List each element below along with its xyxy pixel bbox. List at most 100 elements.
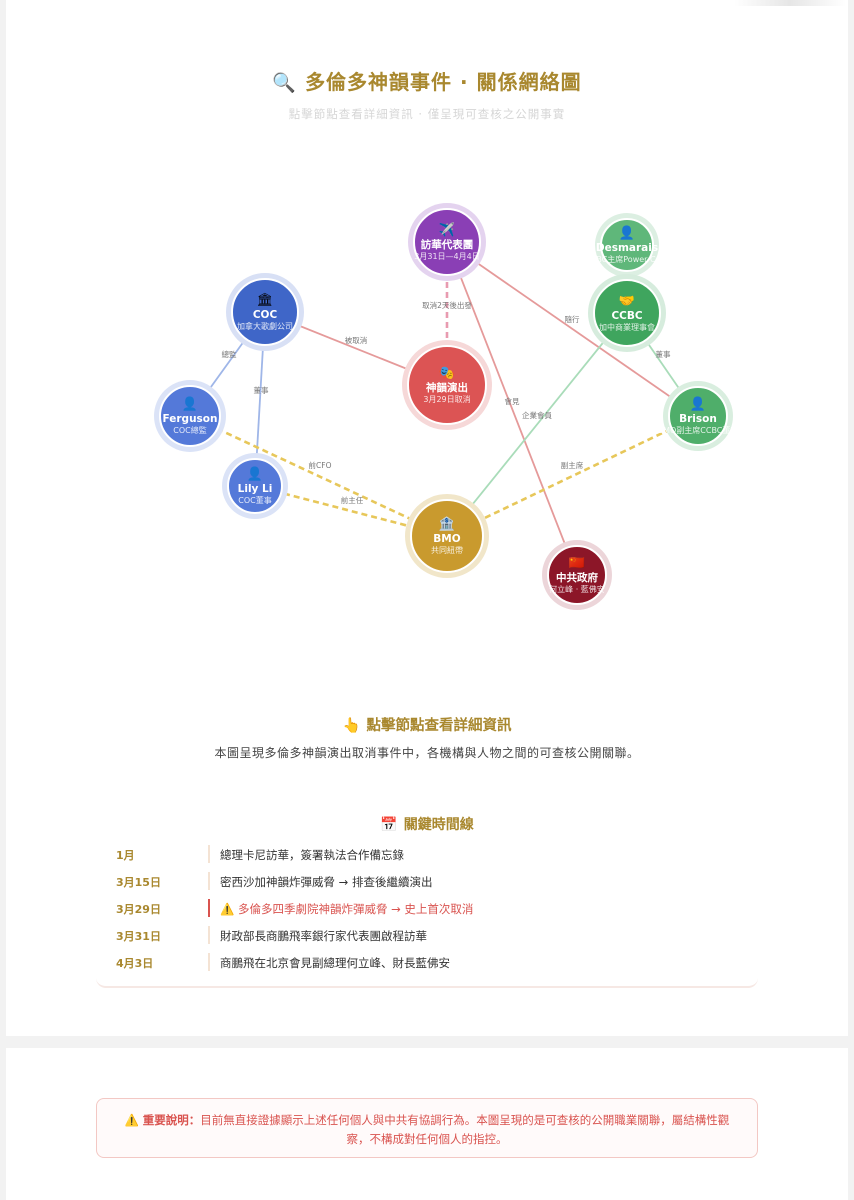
title-text: 多倫多神韻事件 · 關係網絡圖 <box>305 70 582 94</box>
node-subtitle: BMO副主席CCBC董事 <box>658 425 739 435</box>
node-name: 中共政府 <box>556 571 598 584</box>
timeline: 1月 總理卡尼訪華，簽署執法合作備忘錄 3月15日 密西沙加神韻炸彈威脅 → 排… <box>96 840 758 988</box>
page-title: 🔍 多倫多神韻事件 · 關係網絡圖 <box>0 66 854 95</box>
edge-label: 取消2天後出發 <box>422 300 472 310</box>
edge-label: 總監 <box>222 349 237 359</box>
node-icon: 👤 <box>247 466 263 482</box>
disclaimer-box: ⚠️ 重要說明：目前無直接證據顯示上述任何個人與中共有協調行為。本圖呈現的是可查… <box>96 1098 758 1158</box>
edge-label: 隨行 <box>565 314 580 324</box>
node-subtitle: 3月29日取消 <box>423 394 470 404</box>
node-icon: 👤 <box>690 396 706 412</box>
node-icon: 🤝 <box>619 294 635 309</box>
node-circle[interactable] <box>413 208 481 276</box>
node-name: BMO <box>433 533 460 545</box>
node-name: Brison <box>679 413 717 425</box>
timeline-event: 總理卡尼訪華，簽署執法合作備忘錄 <box>220 848 404 862</box>
node-circle[interactable] <box>231 278 299 346</box>
edge-label: 前CFO <box>309 460 332 470</box>
timeline-date: 3月31日 <box>116 930 161 943</box>
edge-label: 企業會員 <box>522 410 552 420</box>
timeline-row: 3月15日 密西沙加神韻炸彈威脅 → 排查後繼續演出 <box>96 869 758 893</box>
calendar-icon: 📅 <box>380 817 398 833</box>
timeline-row: 4月3日 商鵬飛在北京會見副總理何立峰、財長藍佛安 <box>96 950 758 974</box>
node-icon: 👤 <box>182 396 198 412</box>
warning-icon: ⚠️ <box>124 1113 140 1127</box>
node-icon: 👤 <box>619 225 635 241</box>
node-icon: 🏛 <box>257 292 274 308</box>
node-name: 神韻演出 <box>426 381 468 394</box>
node-icon: ✈️ <box>439 221 455 238</box>
node-subtitle: CCBC主席Power Corp <box>585 254 669 264</box>
timeline-row: 1月 總理卡尼訪華，簽署執法合作備忘錄 <box>96 842 758 866</box>
graph-description: 本圖呈現多倫多神韻演出取消事件中，各機構與人物之間的可查核公開關聯。 <box>214 746 640 760</box>
node-circle[interactable] <box>600 218 654 272</box>
edge-label: 董事 <box>254 385 269 395</box>
timeline-marker <box>208 953 210 971</box>
node-circle[interactable] <box>407 345 487 425</box>
node-circle[interactable] <box>593 279 661 347</box>
node-subtitle: 加中商業理事會 <box>599 322 655 332</box>
node-circle[interactable] <box>410 499 484 573</box>
node-subtitle: COC總監 <box>173 425 206 435</box>
node-circle[interactable] <box>227 458 283 514</box>
timeline-event: 密西沙加神韻炸彈威脅 → 排查後繼續演出 <box>220 875 433 889</box>
edge-delegation-ccp <box>446 241 578 576</box>
page-subtitle: 點擊節點查看詳細資訊 · 僅呈現可查核之公開事實 <box>288 107 566 121</box>
node-icon: 🇨🇳 <box>569 556 585 571</box>
edge-label: 副主席 <box>561 460 584 470</box>
search-icon: 🔍 <box>272 72 298 94</box>
timeline-marker <box>208 845 210 863</box>
timeline-title: 📅 關鍵時間線 <box>0 814 854 834</box>
node-circle[interactable] <box>668 386 728 446</box>
node-name: Ferguson <box>163 413 218 425</box>
node-subtitle: 3月31日—4月4日 <box>414 252 479 261</box>
edge-ferguson-bmo <box>189 414 448 538</box>
node-subtitle: COC董事 <box>238 495 271 505</box>
node-circle[interactable] <box>159 385 221 447</box>
timeline-title-text: 關鍵時間線 <box>403 817 474 833</box>
disclaimer-label: 重要說明： <box>142 1113 201 1127</box>
timeline-date: 3月29日 <box>116 903 161 916</box>
node-subtitle: 共同紐帶 <box>431 545 463 555</box>
top-scroll-shadow <box>734 0 846 6</box>
disclaimer-text: 目前無直接證據顯示上述任何個人與中共有協調行為。本圖呈現的是可查核的公開職業關聯… <box>200 1113 730 1146</box>
node-subtitle: 何立峰 · 藍佛安 <box>549 584 605 594</box>
timeline-event: ⚠️ 多倫多四季劇院神韻炸彈威脅 → 史上首次取消 <box>220 902 474 916</box>
timeline-event: 商鵬飛在北京會見副總理何立峰、財長藍佛安 <box>220 956 450 970</box>
node-name: COC <box>253 309 278 321</box>
timeline-marker <box>208 926 210 944</box>
timeline-date: 3月15日 <box>116 876 161 889</box>
node-icon: 🎭 <box>439 366 455 381</box>
edge-label: 被取消 <box>345 335 368 345</box>
timeline-date: 1月 <box>116 849 135 862</box>
hint-text: 點擊節點查看詳細資訊 <box>366 718 512 734</box>
edge-label: 會見 <box>505 396 520 406</box>
timeline-row: 3月31日 財政部長商鵬飛率銀行家代表團啟程訪華 <box>96 923 758 947</box>
hint-title: 👆點擊節點查看詳細資訊 <box>0 714 854 735</box>
node-circle[interactable] <box>547 545 607 605</box>
node-subtitle: 加拿大歌劇公司 <box>237 321 293 331</box>
timeline-event: 財政部長商鵬飛率銀行家代表團啟程訪華 <box>220 929 427 943</box>
timeline-row-alert: 3月29日 ⚠️ 多倫多四季劇院神韻炸彈威脅 → 史上首次取消 <box>96 896 758 920</box>
node-name: Lily Li <box>238 483 273 495</box>
edge-label: 董事 <box>656 349 671 359</box>
node-name: CCBC <box>611 310 642 322</box>
edge-ccbc-bmo <box>446 312 628 537</box>
timeline-date: 4月3日 <box>116 957 154 970</box>
edge-delegation-brison <box>446 241 699 417</box>
edge-brison-bmo <box>446 414 699 538</box>
node-name: Desmarais <box>596 242 658 254</box>
